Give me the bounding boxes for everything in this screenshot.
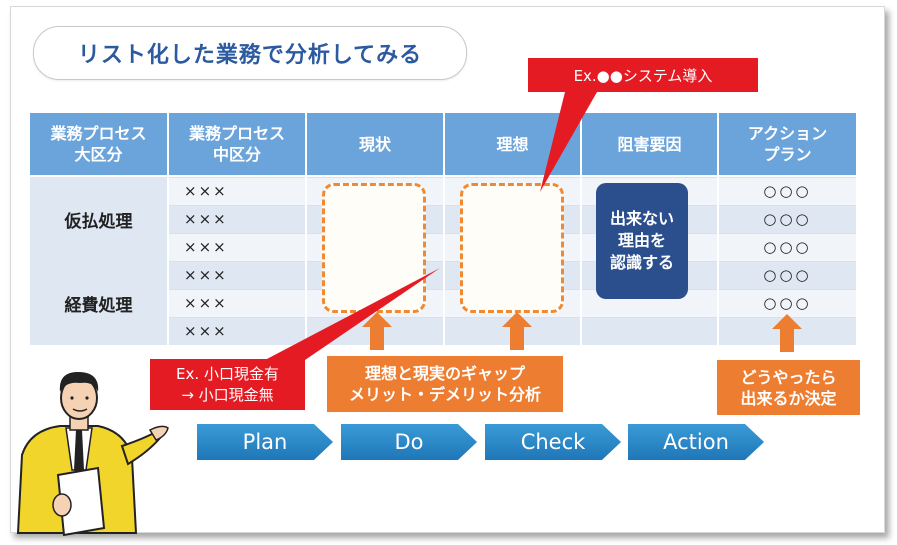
arrow-up-current-icon: [362, 312, 392, 350]
gap-analysis-box: 理想と現実のギャップ メリット・デメリット分析: [327, 356, 563, 412]
sub-category-text: ×××: [184, 294, 228, 312]
current-callout-tail: [265, 268, 440, 360]
gap-analysis-line-1: 理想と現実のギャップ: [364, 364, 525, 383]
header-ideal-line: 理想: [496, 134, 529, 154]
header-major-line-1: 業務プロセス: [50, 124, 147, 143]
table-cell: ○○○: [719, 177, 856, 205]
table-cell: ○○○: [719, 205, 856, 233]
major-category-advance: 仮払処理: [30, 177, 167, 261]
businessman-illustration: [16, 372, 169, 537]
header-major-category: 業務プロセス大区分: [30, 113, 167, 175]
sub-category-text: ×××: [184, 266, 228, 284]
current-state-box: [322, 183, 426, 313]
arrow-up-action-icon: [772, 314, 802, 352]
header-current-line: 現状: [358, 134, 391, 154]
gap-analysis-line-2: メリット・デメリット分析: [348, 385, 541, 404]
ideal-state-box: [460, 183, 564, 313]
action-plan-text: ○○○: [763, 294, 812, 312]
table-cell: ×××: [169, 177, 305, 205]
action-plan-text: ○○○: [763, 210, 812, 228]
blocker-line-1: 出来ない: [609, 209, 674, 228]
pdca-action: Action: [628, 424, 764, 460]
current-example-callout: Ex. 小口現金有 → 小口現金無: [150, 359, 305, 410]
ideal-example-callout: Ex.●●システム導入: [528, 58, 758, 92]
action-plan-text: ○○○: [763, 182, 812, 200]
table-cell: ×××: [169, 317, 305, 345]
header-action-plan: アクションプラン: [719, 113, 856, 175]
header-major-line-2: 大区分: [74, 145, 123, 164]
table-cell: [582, 317, 717, 345]
current-example-line-1: Ex. 小口現金有: [176, 364, 279, 383]
header-sub-category: 業務プロセス中区分: [169, 113, 305, 175]
pdca-do: Do: [341, 424, 477, 460]
table-cell: ×××: [169, 205, 305, 233]
header-sub-line-2: 中区分: [212, 145, 261, 164]
header-blocking-factor: 阻害要因: [582, 113, 717, 175]
header-current-state: 現状: [307, 113, 443, 175]
table-cell: ×××: [169, 261, 305, 289]
blocker-line-2: 理由を: [617, 231, 666, 250]
ideal-callout-tail: [540, 92, 597, 192]
sub-category-text: ×××: [184, 182, 228, 200]
header-sub-line-1: 業務プロセス: [188, 124, 285, 143]
pdca-plan: Plan: [197, 424, 333, 460]
action-plan-text: ○○○: [763, 238, 812, 256]
pdca-check: Check: [485, 424, 621, 460]
table-cell: ×××: [169, 289, 305, 317]
major-category-expense: 経費処理: [30, 261, 167, 345]
action-decision-line-1: どうやったら: [740, 367, 837, 387]
header-action-line-1: アクション: [747, 124, 828, 143]
sub-category-text: ×××: [184, 238, 228, 256]
table-cell: ○○○: [719, 289, 856, 317]
action-decision-line-2: 出来るか決定: [740, 388, 837, 408]
page-title: リスト化した業務で分析してみる: [33, 26, 467, 80]
table-cell: ×××: [169, 233, 305, 261]
sub-category-text: ×××: [184, 322, 228, 340]
arrow-up-ideal-icon: [502, 312, 532, 350]
table-cell: ○○○: [719, 261, 856, 289]
blocker-box: 出来ない 理由を 認識する: [596, 183, 688, 299]
header-blocker-line: 阻害要因: [617, 134, 682, 154]
header-action-line-2: プラン: [763, 145, 812, 164]
sub-category-text: ×××: [184, 210, 228, 228]
current-example-line-2: → 小口現金無: [181, 385, 274, 404]
table-cell: ○○○: [719, 233, 856, 261]
action-plan-text: ○○○: [763, 266, 812, 284]
action-decision-box: どうやったら 出来るか決定: [717, 360, 860, 415]
blocker-line-3: 認識する: [609, 253, 674, 272]
